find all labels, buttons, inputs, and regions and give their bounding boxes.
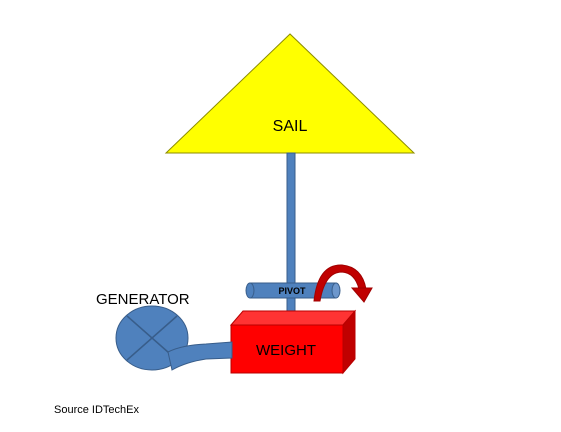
pivot-bar-right-end <box>331 282 341 299</box>
curved-arrow-icon <box>313 264 373 303</box>
weight-box-top <box>229 310 357 326</box>
generator-label: GENERATOR <box>96 291 190 308</box>
generator-connector-hose <box>167 341 233 371</box>
weight-box-front <box>230 324 344 374</box>
sail-shape <box>164 33 416 154</box>
weight-label: WEIGHT <box>256 342 316 359</box>
sail-label: SAIL <box>273 118 308 135</box>
pivot-label: PIVOT <box>278 286 306 296</box>
pivot-bar-left-end <box>245 282 255 299</box>
source-caption: Source IDTechEx <box>54 404 139 416</box>
